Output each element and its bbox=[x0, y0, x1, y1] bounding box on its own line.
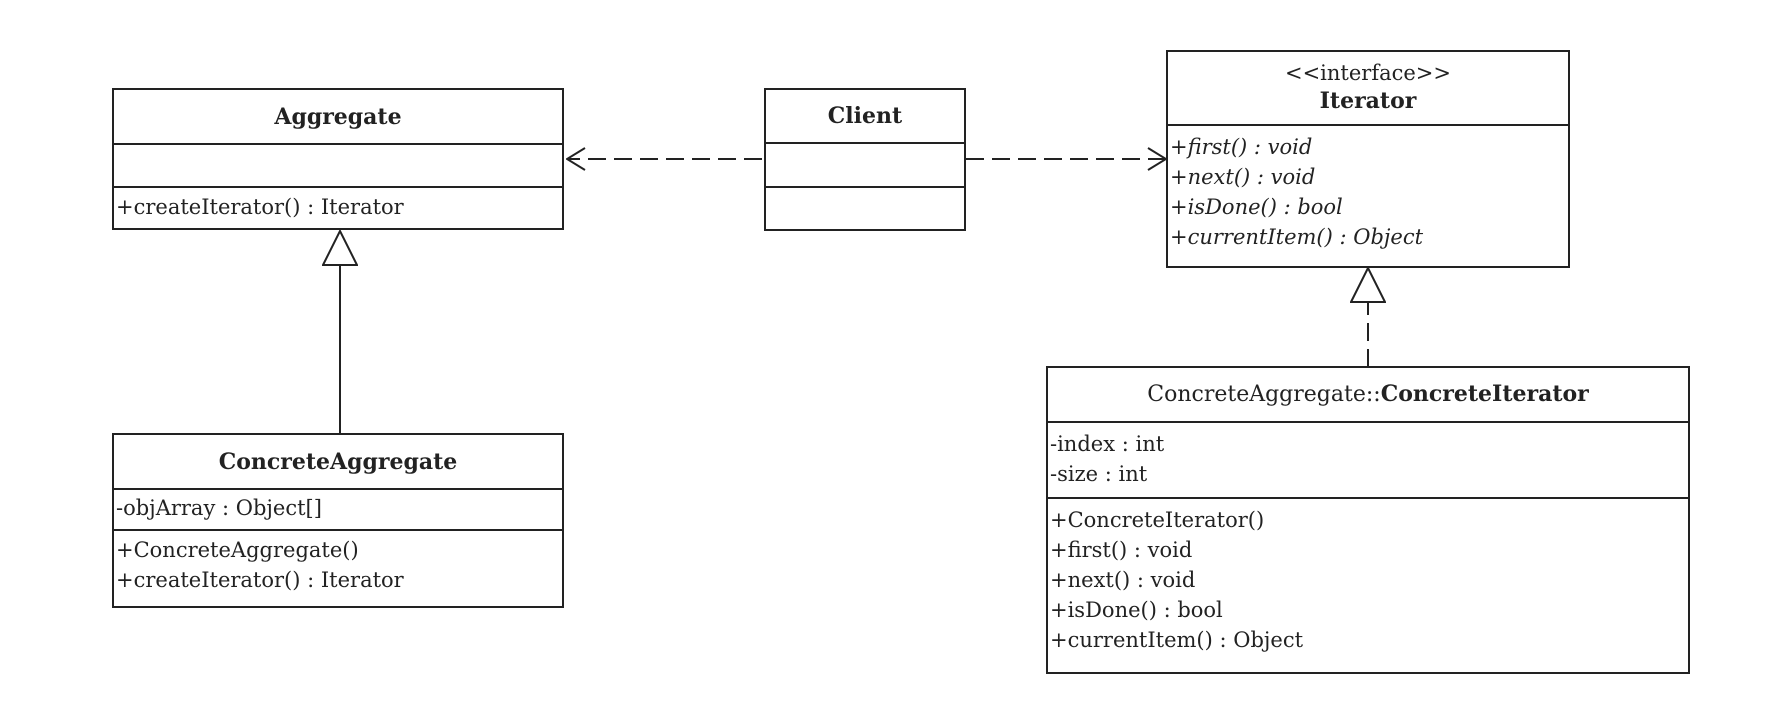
class-name: Client bbox=[827, 103, 903, 129]
operations-section: +first() : void +next() : void +isDone()… bbox=[1168, 124, 1568, 252]
operation: +isDone() : bool bbox=[1050, 598, 1223, 622]
class-concrete-iterator[interactable]: ConcreteAggregate::ConcreteIterator -ind… bbox=[1046, 366, 1690, 674]
interface-iterator[interactable]: <<interface>> Iterator +first() : void +… bbox=[1166, 50, 1570, 268]
operation: +next() : void bbox=[1050, 568, 1196, 592]
operation: +createIterator() : Iterator bbox=[116, 195, 404, 219]
operation: +ConcreteAggregate() bbox=[116, 538, 359, 562]
class-aggregate[interactable]: Aggregate +createIterator() : Iterator bbox=[112, 88, 564, 230]
operations-section: +ConcreteAggregate() +createIterator() :… bbox=[114, 529, 562, 595]
operation: +currentItem() : Object bbox=[1050, 628, 1304, 652]
stereotype-label: <<interface>> bbox=[1284, 61, 1451, 85]
attributes-section: -objArray : Object[] bbox=[114, 488, 562, 529]
operation: +ConcreteIterator() bbox=[1050, 508, 1265, 532]
attribute: -objArray : Object[] bbox=[116, 496, 322, 520]
operation: +first() : void bbox=[1050, 538, 1193, 562]
class-client[interactable]: Client bbox=[764, 88, 966, 231]
class-name: ConcreteAggregate::ConcreteIterator bbox=[1048, 379, 1688, 410]
class-concrete-aggregate[interactable]: ConcreteAggregate -objArray : Object[] +… bbox=[112, 433, 564, 608]
attribute: -index : int bbox=[1050, 432, 1165, 456]
operation: +first() : void bbox=[1170, 135, 1313, 159]
class-name-section: <<interface>> Iterator bbox=[1168, 52, 1568, 124]
operation: +isDone() : bool bbox=[1170, 195, 1343, 219]
class-name: ConcreteAggregate bbox=[218, 448, 458, 475]
attributes-section: -index : int -size : int bbox=[1048, 421, 1688, 497]
class-name-text: ConcreteIterator bbox=[1380, 381, 1589, 407]
attributes-section bbox=[766, 142, 964, 186]
namespace-prefix: ConcreteAggregate:: bbox=[1147, 382, 1381, 407]
attributes-section bbox=[114, 143, 562, 186]
class-name-section: ConcreteAggregate bbox=[114, 435, 562, 488]
attribute: -size : int bbox=[1050, 462, 1148, 486]
class-name-section: Client bbox=[766, 90, 964, 142]
operations-section bbox=[766, 186, 964, 229]
operation: +createIterator() : Iterator bbox=[116, 568, 404, 592]
class-name: Aggregate bbox=[274, 103, 402, 130]
operations-section: +ConcreteIterator() +first() : void +nex… bbox=[1048, 497, 1688, 655]
class-name-section: ConcreteAggregate::ConcreteIterator bbox=[1048, 368, 1688, 421]
operation: +next() : void bbox=[1170, 165, 1316, 189]
operations-section: +createIterator() : Iterator bbox=[114, 186, 562, 228]
operation: +currentItem() : Object bbox=[1170, 225, 1424, 249]
class-name-section: Aggregate bbox=[114, 90, 562, 143]
class-name: Iterator bbox=[1319, 88, 1417, 114]
